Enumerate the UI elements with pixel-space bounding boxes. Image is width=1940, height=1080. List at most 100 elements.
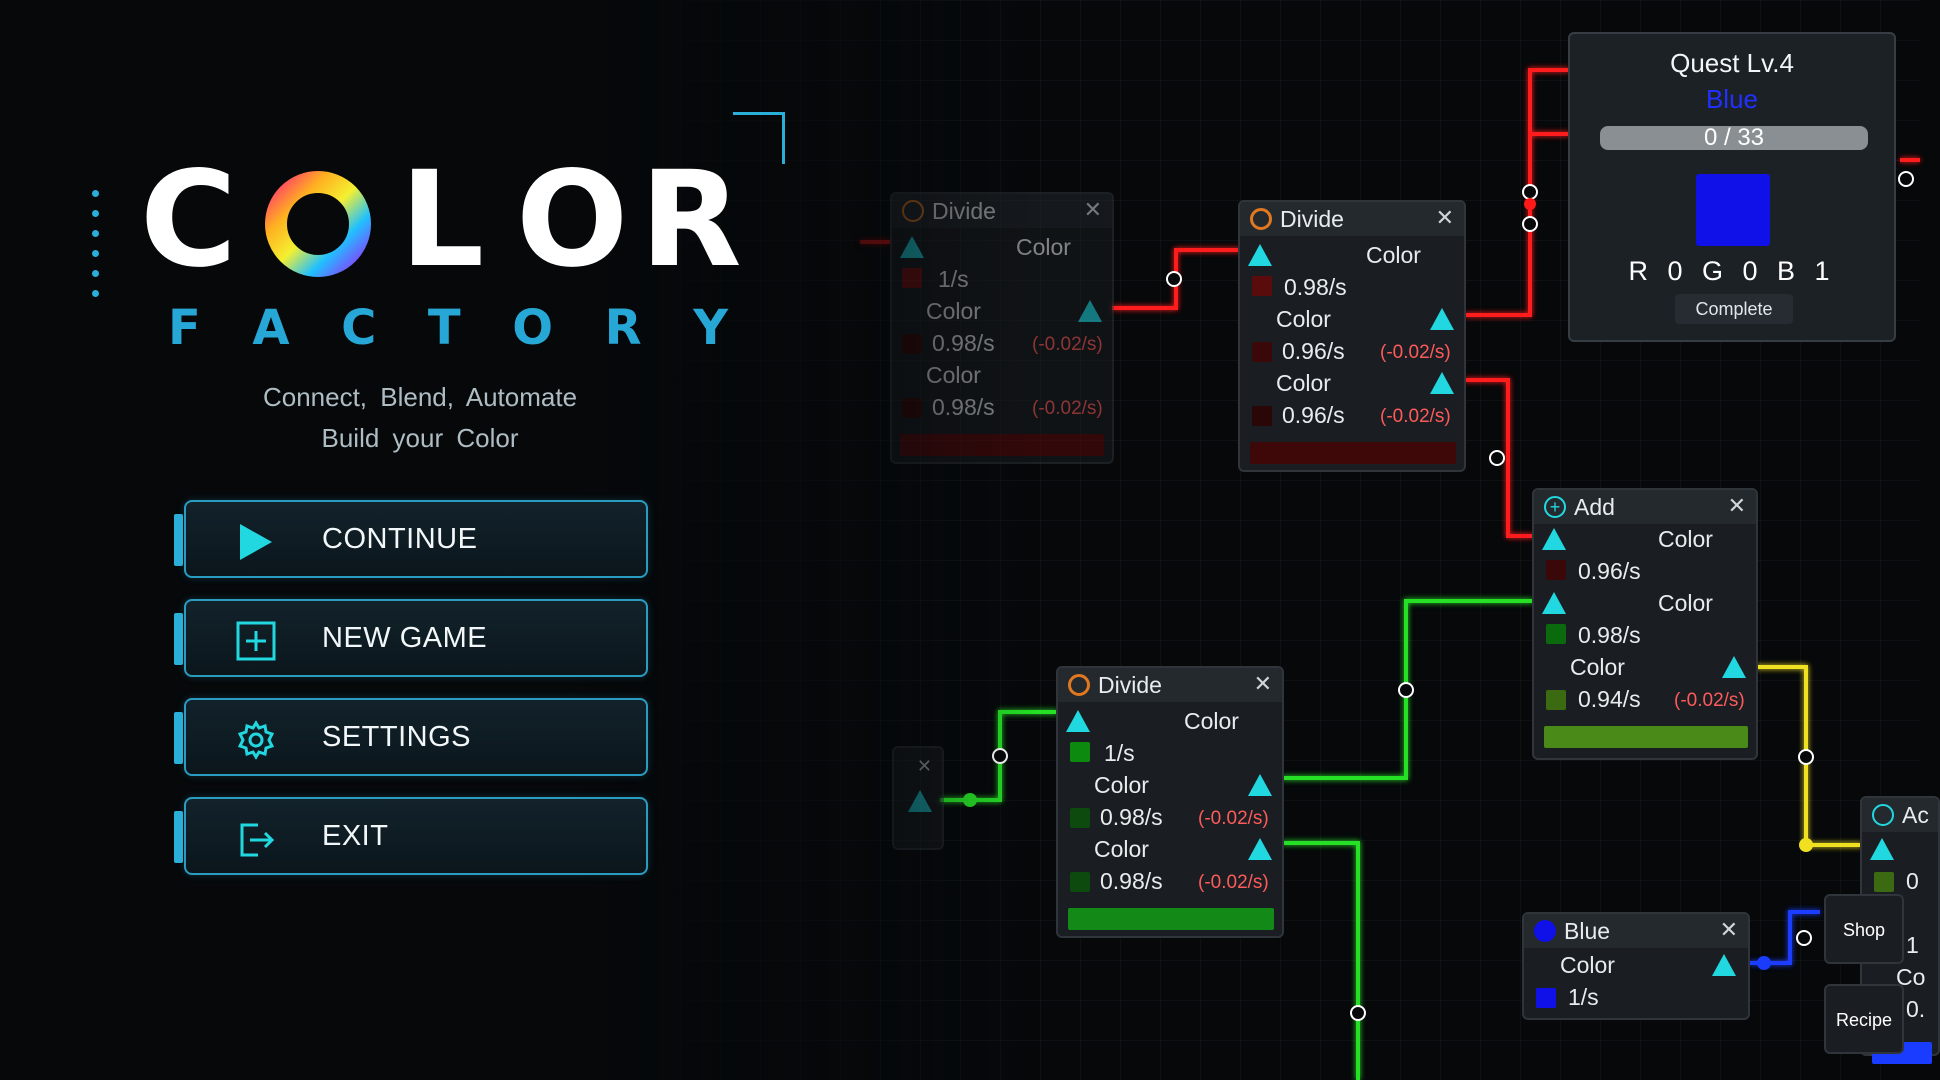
input-rate: 1/s <box>938 266 969 292</box>
output-port[interactable] <box>908 790 932 812</box>
output-port[interactable] <box>1248 838 1272 860</box>
wire-joint <box>1489 450 1505 466</box>
tagline-2: Build your Color <box>321 423 519 453</box>
node-blue-source[interactable]: Blue ✕ Color 1/s <box>1522 912 1750 1020</box>
exit-button[interactable]: EXIT <box>174 797 648 875</box>
output-2-label: Color <box>926 362 981 388</box>
wire-joint <box>1522 184 1538 200</box>
add-icon: + <box>1544 496 1566 518</box>
node-title: Blue <box>1564 918 1611 944</box>
input-port[interactable] <box>1870 838 1894 860</box>
output-2-label: Color <box>1094 836 1149 862</box>
progress-bar <box>1544 726 1748 748</box>
divide-icon <box>1250 208 1272 230</box>
quest-status-badge: Complete <box>1675 294 1793 324</box>
output-2-rate: 0.98/s <box>1100 868 1163 894</box>
output-1-rate: 0.96/s <box>1282 338 1345 364</box>
color-swatch <box>1070 742 1090 762</box>
output-label: Color <box>1570 654 1625 680</box>
node-stub-faded[interactable]: ✕ <box>892 746 944 850</box>
output-port[interactable] <box>1078 364 1102 386</box>
shop-label: Shop <box>1842 920 1886 940</box>
output-2-rate: 0.98/s <box>932 394 995 420</box>
node-divide-faded[interactable]: Divide ✕ Color 1/s Color 0.98/s (-0.02/s… <box>890 192 1114 464</box>
color-swatch <box>1070 872 1090 892</box>
close-icon[interactable]: ✕ <box>1083 197 1102 222</box>
recipe-label: Recipe <box>1835 1010 1893 1030</box>
value-2: 1 <box>1906 932 1919 958</box>
close-icon[interactable]: ✕ <box>1253 671 1272 696</box>
output-label: Color <box>1016 234 1071 260</box>
settings-label: SETTINGS <box>322 720 472 753</box>
output-2-delta: (-0.02/s) <box>1032 398 1103 419</box>
output-port[interactable] <box>1248 774 1272 796</box>
wire-joint <box>1898 171 1914 187</box>
close-icon[interactable]: ✕ <box>1719 917 1738 942</box>
input-rate: 1/s <box>1104 740 1135 766</box>
color-wheel-icon <box>265 171 371 277</box>
node-divide-green[interactable]: Divide ✕ Color 1/s Color 0.98/s (-0.02/s… <box>1056 666 1284 938</box>
node-title: Divide <box>932 198 996 224</box>
output-2-delta: (-0.02/s) <box>1198 872 1269 893</box>
wire-joint <box>1798 749 1814 765</box>
close-icon[interactable]: ✕ <box>1435 205 1454 230</box>
new-game-label: NEW GAME <box>322 621 488 654</box>
recipe-button[interactable]: Recipe <box>1824 984 1904 1054</box>
input-1-label: Color <box>1658 526 1713 552</box>
output-label: Color <box>1184 708 1239 734</box>
color-swatch <box>1252 406 1272 426</box>
progress-bar <box>900 434 1104 456</box>
input-rate: 0.98/s <box>1284 274 1347 300</box>
color-swatch <box>1536 988 1556 1008</box>
input-port[interactable] <box>1248 244 1272 266</box>
logo-letter-l: L <box>400 143 489 297</box>
input-port[interactable] <box>1542 592 1566 614</box>
continue-label: CONTINUE <box>322 522 478 555</box>
continue-button[interactable]: CONTINUE <box>174 500 648 578</box>
subtitle-letter: T <box>427 300 461 356</box>
button-accent-tab <box>174 811 183 863</box>
node-divide-red[interactable]: Divide ✕ Color 0.98/s Color 0.96/s (-0.0… <box>1238 200 1466 472</box>
color-swatch <box>1874 872 1894 892</box>
output-port[interactable] <box>1078 300 1102 322</box>
output-port[interactable] <box>1722 656 1746 678</box>
logo-letter-c: C <box>140 143 241 297</box>
divide-icon <box>1068 674 1090 696</box>
color-swatch <box>902 268 922 288</box>
output-port[interactable] <box>1712 954 1736 976</box>
subtitle-letter: Y <box>693 300 728 356</box>
progress-bar <box>1068 908 1274 930</box>
close-icon[interactable]: ✕ <box>916 756 932 776</box>
close-icon[interactable]: ✕ <box>1727 493 1746 518</box>
subtitle-letter: R <box>604 300 642 356</box>
output-2-label: Color <box>1276 370 1331 396</box>
input-port[interactable] <box>900 236 924 258</box>
quest-target-rgb: R 0 G 0 B 1 <box>1628 256 1836 286</box>
gear-icon <box>236 720 276 760</box>
input-port[interactable] <box>1542 528 1566 550</box>
progress-bar <box>1250 442 1456 464</box>
play-icon <box>236 522 276 562</box>
color-swatch <box>1546 560 1566 580</box>
input-2-rate: 0.98/s <box>1578 622 1641 648</box>
color-swatch <box>902 398 922 418</box>
new-game-button[interactable]: NEW GAME <box>174 599 648 677</box>
color-swatch <box>1070 808 1090 828</box>
button-accent-tab <box>174 514 183 566</box>
output-port[interactable] <box>1430 372 1454 394</box>
output-1-rate: 0.98/s <box>1100 804 1163 830</box>
settings-button[interactable]: SETTINGS <box>174 698 648 776</box>
quest-progress-bar: 0 / 33 <box>1600 126 1868 150</box>
color-swatch <box>1252 342 1272 362</box>
quest-color-name: Blue <box>1705 84 1759 114</box>
input-port[interactable] <box>1066 710 1090 732</box>
output-port[interactable] <box>1430 308 1454 330</box>
decorative-dots <box>92 190 100 320</box>
output-rate: 0.94/s <box>1578 686 1641 712</box>
node-add[interactable]: + Add ✕ Color 0.96/s Color 0.98/s Color … <box>1532 488 1758 760</box>
output-1-rate: 0.98/s <box>932 330 995 356</box>
wire-joint <box>1350 1005 1366 1021</box>
value-1: 0 <box>1906 868 1919 894</box>
shop-button[interactable]: Shop <box>1824 894 1904 964</box>
